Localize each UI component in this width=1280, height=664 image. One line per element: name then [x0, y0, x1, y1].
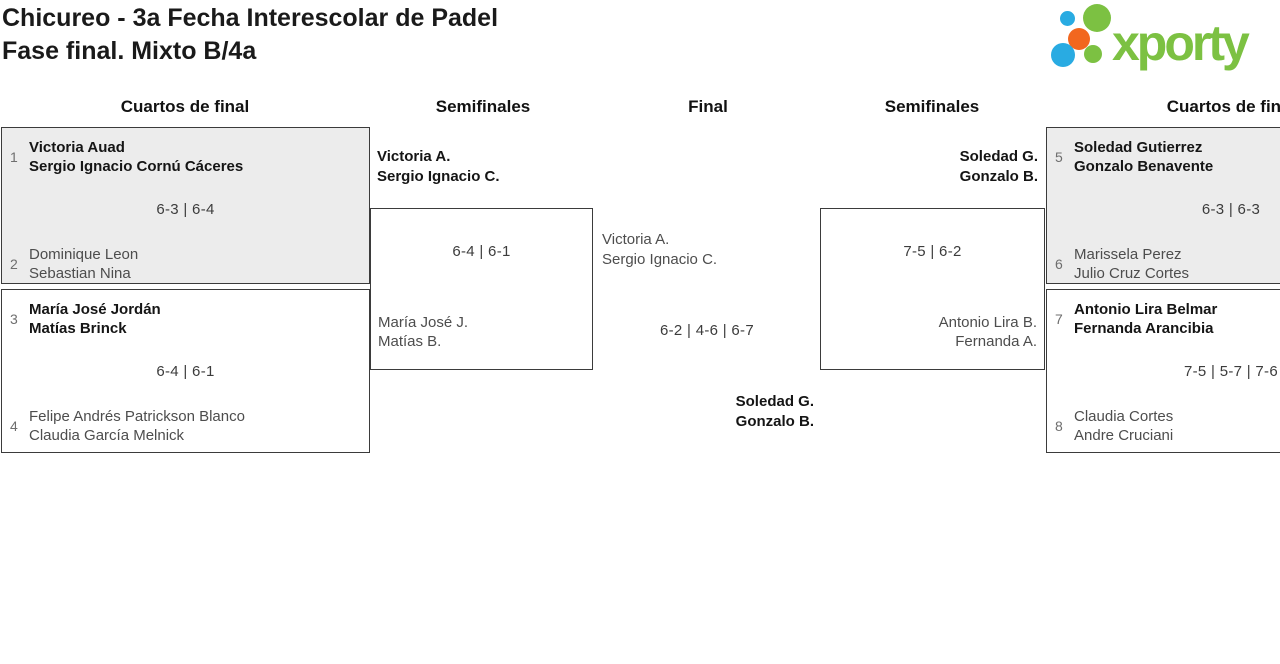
team-names-loser: María José J. Matías B.: [378, 313, 468, 351]
player-name: Matías B.: [378, 333, 442, 350]
page-title-line1: Chicureo - 3a Fecha Interescolar de Pade…: [2, 4, 499, 32]
match-score: 6-3 | 6-4: [156, 201, 215, 218]
logo-dot-blue-big-icon: [1051, 43, 1075, 67]
xporty-logo[interactable]: xporty: [1046, 0, 1280, 78]
seed-number: 1: [10, 149, 18, 165]
logo-dot-blue-small-icon: [1060, 11, 1075, 26]
player-name: María José J.: [378, 314, 469, 331]
round-header-quarterfinals-left: Cuartos de final: [120, 97, 250, 116]
seed-number: 5: [1055, 149, 1063, 165]
player-name: Fernanda A.: [955, 333, 1037, 350]
team-names-winner: Antonio Lira Belmar Fernanda Arancibia: [1074, 300, 1217, 338]
player-name: Sergio Ignacio C.: [602, 250, 718, 268]
page-title-line2: Fase final. Mixto B/4a: [2, 37, 257, 65]
match-score: 6-4 | 6-1: [452, 243, 511, 260]
player-name: Dominique Leon: [29, 246, 139, 263]
match-card-sf1[interactable]: 6-4 | 6-1 María José J. Matías B.: [370, 208, 593, 370]
final-match-score: 6-2 | 4-6 | 6-7: [659, 322, 754, 339]
round-header-final: Final: [688, 97, 728, 116]
player-name: Gonzalo Benavente: [1074, 158, 1214, 175]
player-name: Sergio Ignacio C.: [377, 167, 500, 185]
team-names-winner: Victoria Auad Sergio Ignacio Cornú Cácer…: [29, 138, 243, 176]
player-name: Andre Cruciani: [1074, 427, 1174, 444]
logo-dot-green-big-icon: [1083, 4, 1111, 32]
match-card-qf3[interactable]: 5 Soledad Gutierrez Gonzalo Benavente 6-…: [1046, 127, 1280, 284]
match-card-qf2[interactable]: 3 María José Jordán Matías Brinck 6-4 | …: [1, 289, 370, 453]
player-name: Julio Cruz Cortes: [1074, 265, 1190, 282]
player-name: Gonzalo B.: [959, 167, 1038, 185]
player-name: Claudia García Melnick: [29, 427, 185, 444]
player-name: Soledad Gutierrez: [1074, 139, 1203, 156]
seed-number: 6: [1055, 256, 1063, 272]
match-card-qf4[interactable]: 7 Antonio Lira Belmar Fernanda Arancibia…: [1046, 289, 1280, 453]
player-name: Matías Brinck: [29, 320, 127, 337]
logo-wordmark: xporty: [1112, 15, 1250, 71]
player-name: Claudia Cortes: [1074, 408, 1174, 425]
player-name: Gonzalo B.: [735, 412, 814, 430]
player-name: Soledad G.: [735, 393, 814, 410]
seed-number: 2: [10, 256, 18, 272]
player-name: Felipe Andrés Patrickson Blanco: [29, 408, 245, 425]
player-name: Sergio Ignacio Cornú Cáceres: [29, 158, 244, 175]
player-name: Fernanda Arancibia: [1074, 320, 1214, 337]
player-name: Victoria A.: [602, 231, 670, 248]
match-card-qf1[interactable]: 1 Victoria Auad Sergio Ignacio Cornú Các…: [1, 127, 370, 284]
team-names-loser: Dominique Leon Sebastian Nina: [29, 245, 138, 283]
logo-dot-green-small-icon: [1084, 45, 1102, 63]
player-name: Antonio Lira B.: [938, 314, 1037, 331]
match-score: 6-3 | 6-3: [1201, 201, 1261, 218]
round-header-quarterfinals-right: Cuartos de final: [1166, 97, 1280, 116]
team-names-winner: María José Jordán Matías Brinck: [29, 300, 161, 338]
team-names-loser: Felipe Andrés Patrickson Blanco Claudia …: [29, 407, 245, 445]
player-name: María José Jordán: [29, 301, 161, 318]
player-name: Soledad G.: [959, 148, 1038, 165]
team-names-loser: Marissela Perez Julio Cruz Cortes: [1074, 245, 1189, 283]
match-card-sf2[interactable]: 7-5 | 6-2 Antonio Lira B. Fernanda A.: [820, 208, 1045, 370]
round-header-semifinals-left: Semifinales: [435, 97, 531, 116]
seed-number: 8: [1055, 418, 1063, 434]
player-name: Sebastian Nina: [29, 265, 131, 282]
seed-number: 3: [10, 311, 18, 327]
team-names-loser: Claudia Cortes Andre Cruciani: [1074, 407, 1173, 445]
player-name: Victoria A.: [377, 148, 451, 165]
player-name: Antonio Lira Belmar: [1074, 301, 1218, 318]
page-title: Chicureo - 3a Fecha Interescolar de Pade…: [2, 2, 498, 68]
seed-number: 7: [1055, 311, 1063, 327]
round-header-semifinals-right: Semifinales: [884, 97, 980, 116]
final-winner-label: Soledad G. Gonzalo B.: [736, 392, 814, 431]
team-names-winner: Soledad Gutierrez Gonzalo Benavente: [1074, 138, 1213, 176]
sf1-winner-label: Victoria A. Sergio Ignacio C.: [377, 147, 500, 186]
team-names-loser: Antonio Lira B. Fernanda A.: [939, 313, 1037, 351]
sf2-winner-label: Soledad G. Gonzalo B.: [960, 147, 1038, 186]
match-score: 7-5 | 6-2: [903, 243, 962, 260]
match-score: 7-5 | 5-7 | 7-6: [1183, 363, 1278, 380]
logo-dot-orange-icon: [1068, 28, 1090, 50]
seed-number: 4: [10, 418, 18, 434]
final-finalist-left: Victoria A. Sergio Ignacio C.: [602, 230, 717, 269]
player-name: Victoria Auad: [29, 139, 125, 156]
player-name: Marissela Perez: [1074, 246, 1182, 263]
match-score: 6-4 | 6-1: [156, 363, 215, 380]
